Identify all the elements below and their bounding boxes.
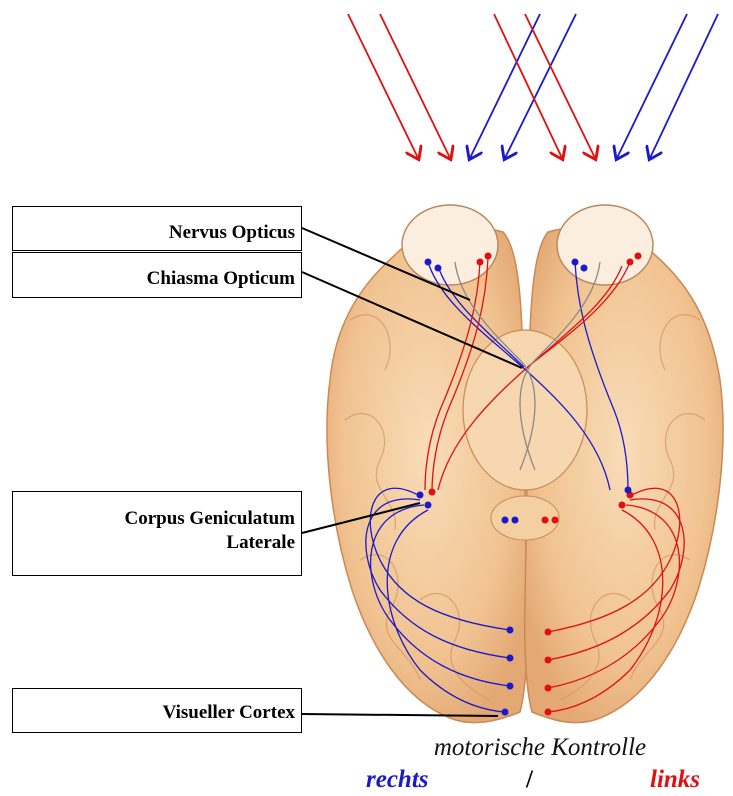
ray-red-4 — [525, 14, 595, 158]
brainstem — [463, 330, 587, 490]
ray-blue-4 — [650, 14, 718, 158]
label-corpus-geniculatum: Corpus Geniculatum Laterale — [12, 491, 302, 576]
label-cortex-text: Visueller Cortex — [163, 702, 295, 723]
midbrain-nuclei — [491, 496, 559, 540]
caption-motorische-kontrolle: motorische Kontrolle — [360, 734, 720, 762]
label-nervus-opticus: Nervus Opticus — [12, 206, 302, 251]
label-chiasma-text: Chiasma Opticum — [147, 268, 295, 289]
ray-blue-2 — [505, 14, 576, 158]
label-chiasma-opticum: Chiasma Opticum — [12, 252, 302, 298]
eye-right — [557, 205, 653, 285]
legend-rechts: rechts — [366, 766, 429, 794]
label-corpus-line1: Corpus Geniculatum — [19, 507, 295, 531]
label-visueller-cortex: Visueller Cortex — [12, 688, 302, 733]
eye-left — [402, 205, 498, 285]
legend-links: links — [650, 766, 700, 794]
ray-blue-3 — [617, 14, 687, 158]
label-nervus-text: Nervus Opticus — [169, 222, 295, 243]
ray-red-1 — [348, 14, 418, 158]
label-corpus-line2: Laterale — [19, 531, 295, 555]
light-rays — [348, 14, 718, 158]
legend-separator: / — [526, 766, 533, 794]
ray-red-2 — [380, 14, 450, 158]
brain-illustration — [327, 205, 723, 723]
